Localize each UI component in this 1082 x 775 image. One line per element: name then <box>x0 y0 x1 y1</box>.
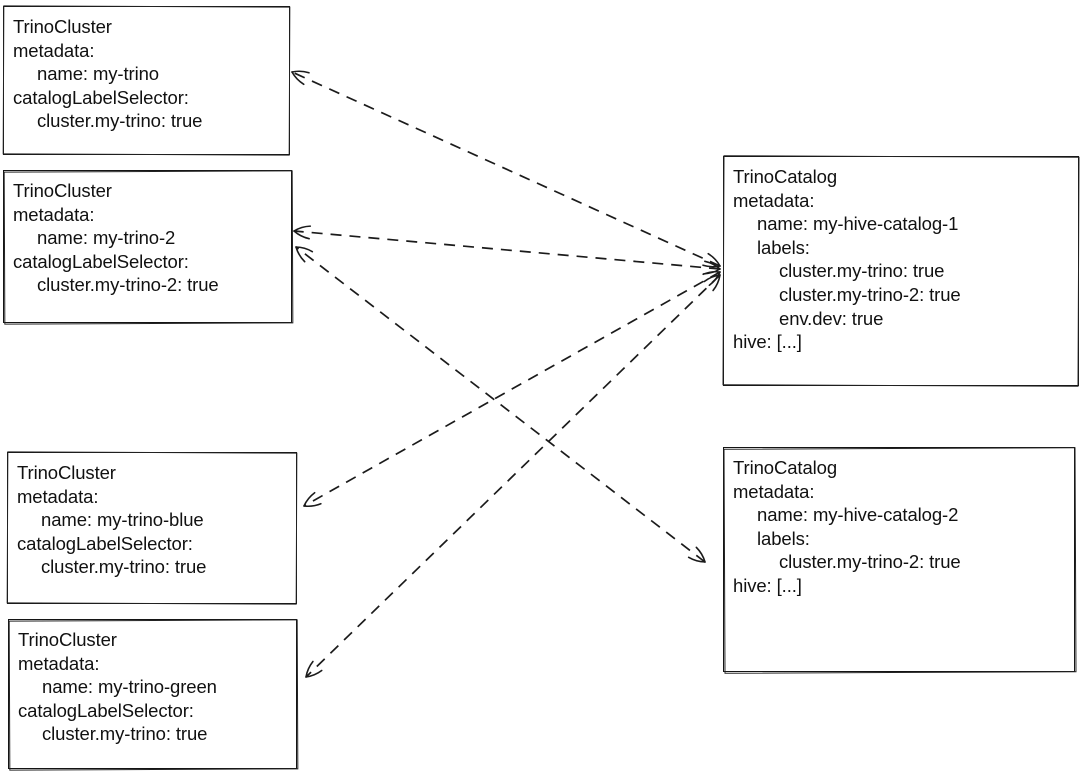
node-line: cluster.my-trino-2: true <box>37 274 219 296</box>
node-line: labels: <box>757 527 810 549</box>
node-line: cluster.my-trino-2: true <box>779 283 961 305</box>
node-line: catalogLabelSelector: <box>13 86 189 108</box>
node-line: TrinoCatalog <box>733 457 838 478</box>
node-line: metadata: <box>733 480 815 502</box>
node-trino-catalog-my-hive-catalog-2: TrinoCatalog metadata: name: my-hive-cat… <box>723 447 1075 672</box>
node-line: name: my-trino-blue <box>41 509 204 531</box>
node-line: TrinoCluster <box>18 629 117 650</box>
node-line: name: my-trino <box>37 63 159 85</box>
node-trino-cluster-my-trino-green: TrinoCluster metadata: name: my-trino-gr… <box>8 619 297 769</box>
node-trino-cluster-my-trino-2: TrinoCluster metadata: name: my-trino-2 … <box>3 170 292 323</box>
node-line: TrinoCluster <box>13 16 112 37</box>
node-line: cluster.my-trino: true <box>41 556 207 578</box>
node-line: catalogLabelSelector: <box>18 699 194 721</box>
node-line: metadata: <box>733 189 815 211</box>
node-line: labels: <box>757 236 810 258</box>
node-line: cluster.my-trino: true <box>37 110 203 132</box>
node-line: env.dev: true <box>779 307 884 329</box>
node-trino-cluster-my-trino-blue: TrinoCluster metadata: name: my-trino-bl… <box>7 452 297 604</box>
node-line: catalogLabelSelector: <box>13 250 189 272</box>
node-line: cluster.my-trino: true <box>779 260 945 282</box>
node-line: cluster.my-trino-2: true <box>779 551 961 573</box>
node-line: cluster.my-trino: true <box>42 723 208 745</box>
node-line: name: my-trino-2 <box>37 227 176 249</box>
node-trino-catalog-my-hive-catalog-1: TrinoCatalog metadata: name: my-hive-cat… <box>723 156 1079 386</box>
node-line: metadata: <box>13 39 95 61</box>
node-line: name: my-trino-green <box>42 676 217 698</box>
node-trino-cluster-my-trino: TrinoCluster metadata: name: my-trino ca… <box>3 6 290 155</box>
node-line: metadata: <box>13 203 95 225</box>
node-line: metadata: <box>17 485 99 507</box>
node-line: TrinoCluster <box>13 180 112 201</box>
node-line: name: my-hive-catalog-1 <box>757 213 959 235</box>
node-line: TrinoCatalog <box>733 166 838 187</box>
node-line: name: my-hive-catalog-2 <box>757 504 959 526</box>
node-line: hive: [...] <box>733 331 802 353</box>
node-line: hive: [...] <box>733 574 802 596</box>
node-line: metadata: <box>18 652 100 674</box>
node-line: TrinoCluster <box>17 462 116 483</box>
node-line: catalogLabelSelector: <box>17 532 193 554</box>
